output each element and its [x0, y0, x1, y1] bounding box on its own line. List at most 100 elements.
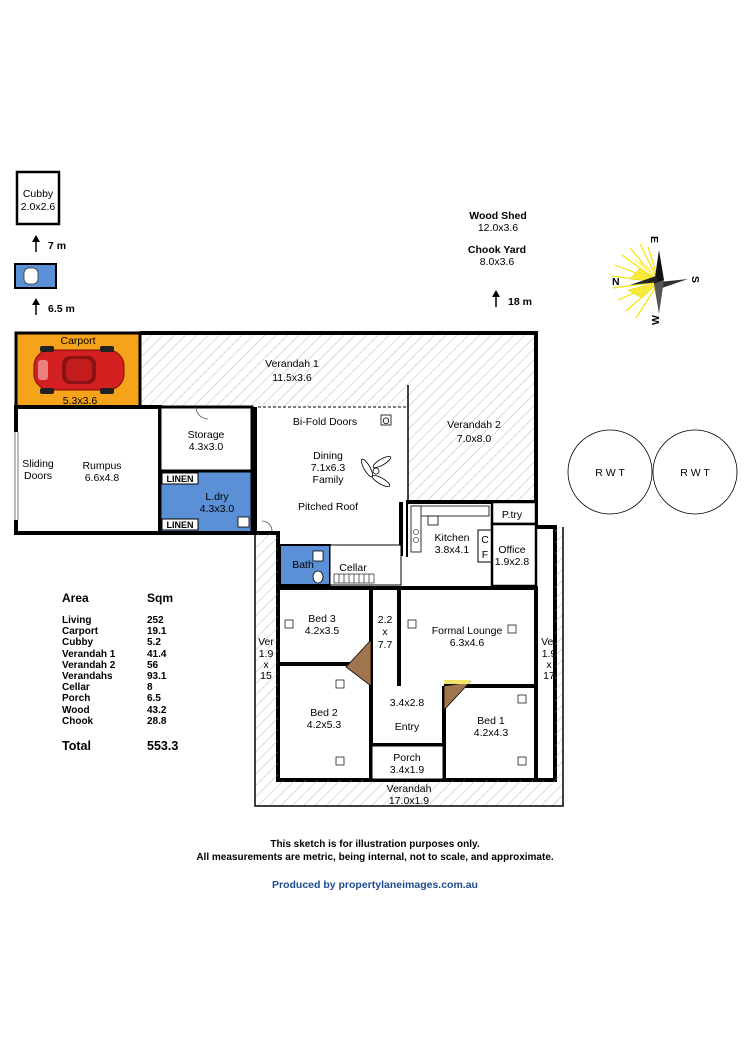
sliding-doors-line1: Sliding [22, 458, 54, 470]
verandah1-size: 11.5x3.6 [272, 372, 312, 384]
laundry-name: L.dry [205, 491, 229, 503]
dining-size: 7.1x6.3 [311, 462, 346, 474]
carport-name: Carport [60, 335, 95, 347]
porch-name: Porch [393, 752, 421, 764]
chook-yard-name: Chook Yard [468, 244, 526, 256]
ver-right-4: 17 [543, 670, 555, 682]
disclaimer-line-1: This sketch is for illustration purposes… [270, 839, 480, 850]
entry-name: Entry [395, 721, 420, 733]
pantry: P.try [490, 500, 538, 526]
arrow-up-icon [32, 298, 40, 305]
outbuilding-labels: Wood Shed 12.0x3.6 Chook Yard 8.0x3.6 [468, 210, 527, 268]
compass-icon: N E S W [611, 236, 701, 325]
rainwater-tanks: R W T R W T [567, 429, 738, 515]
sink-icon [237, 516, 250, 528]
hall: 2.2 x 7.7 [345, 614, 393, 687]
verandah2-name: Verandah 2 [447, 419, 501, 431]
compass-n: N [612, 276, 620, 288]
area-row-sqm: 5.2 [147, 637, 161, 649]
verandah-front-name: Verandah [387, 783, 432, 795]
bath: Bath [279, 544, 331, 586]
hall-l3: 7.7 [378, 639, 393, 651]
compass-e: E [648, 236, 660, 243]
rumpus: Sliding Doors Rumpus 6.6x4.8 [13, 405, 162, 535]
entry-size: 3.4x2.8 [390, 697, 425, 709]
storage-size: 4.3x3.0 [189, 441, 224, 453]
toilet-icon [23, 267, 39, 285]
area-header-area: Area [62, 591, 89, 605]
rumpus-size: 6.6x4.8 [85, 472, 120, 484]
ver-right-2: 1.9 [542, 648, 557, 660]
disclaimer-line-2: All measurements are metric, being inter… [196, 852, 554, 863]
area-row-sqm: 41.4 [147, 648, 167, 660]
cf-c: C [481, 534, 489, 546]
area-row-name: Cubby [62, 637, 94, 649]
office: Office 1.9x2.8 [490, 522, 538, 588]
sliding-doors-line2: Doors [24, 470, 52, 482]
area-row-name: Verandah 1 [62, 648, 116, 660]
area-total-label: Total [62, 739, 91, 754]
table-row: Carport 19.1 [62, 626, 212, 637]
table-row: Verandah 1 41.4 [62, 649, 212, 660]
bed-3: Bed 3 4.2x3.5 [284, 613, 340, 637]
distance-18m: 18 m [508, 296, 532, 308]
dining-family: O Bi-Fold Doors Dining 7.1x6.3 Family Pi… [253, 406, 408, 533]
bath-label: Bath [292, 559, 314, 571]
credit-link[interactable]: Produced by propertylaneimages.com.au [272, 879, 478, 891]
pantry-label: P.try [502, 509, 523, 521]
laundry: LINEN LINEN L.dry 4.3x3.0 [158, 469, 254, 535]
area-row-name: Verandahs [62, 671, 113, 683]
porch-size: 3.4x1.9 [390, 764, 425, 776]
area-total-value: 553.3 [147, 739, 179, 754]
cf-f: F [482, 549, 488, 561]
area-row-sqm: 19.1 [147, 626, 167, 638]
area-header-sqm: Sqm [147, 591, 174, 605]
outer-verandah: Ver 1.9 x 15 Ver 1.9 x 17 Verandah 17.0x… [254, 527, 564, 807]
bed3-size: 4.2x3.5 [305, 625, 340, 637]
bed3-name: Bed 3 [308, 613, 336, 625]
hall-l1: 2.2 [378, 614, 393, 626]
fireplace-icon [443, 681, 472, 712]
chook-yard-size: 8.0x3.6 [480, 256, 515, 268]
bifold-doors: Bi-Fold Doors [293, 416, 357, 428]
area-row-sqm: 8 [147, 682, 153, 694]
distance-markers: 7 m 6.5 m 18 m [32, 235, 532, 315]
bed-1: Bed 1 4.2x4.3 [474, 694, 527, 766]
area-row-sqm: 252 [147, 615, 164, 626]
linen-label-2: LINEN [167, 520, 194, 530]
wood-shed-size: 12.0x3.6 [478, 222, 518, 234]
office-size: 1.9x2.8 [495, 556, 530, 568]
compass-w: W [650, 315, 662, 325]
cellar-label: Cellar [339, 562, 367, 574]
area-row-name: Wood [62, 704, 90, 716]
distance-6-5m: 6.5 m [48, 303, 75, 315]
ver-right-1: Ver [541, 636, 557, 648]
bed1-size: 4.2x4.3 [474, 727, 509, 739]
formal-lounge-size: 6.3x4.6 [450, 637, 485, 649]
compass-s: S [689, 276, 701, 283]
ver-left-4: 15 [260, 670, 272, 682]
porch: Porch 3.4x1.9 [369, 743, 446, 782]
pitched-roof: Pitched Roof [298, 501, 358, 513]
area-row-name: Carport [62, 626, 99, 638]
ver-left-2: 1.9 [259, 648, 274, 660]
cellar: Cellar [329, 544, 402, 586]
area-row-name: Verandah 2 [62, 659, 116, 671]
bed1-name: Bed 1 [477, 715, 505, 727]
disclaimer: This sketch is for illustration purposes… [0, 838, 750, 864]
outdoor-toilet [14, 263, 57, 289]
distance-7m: 7 m [48, 240, 66, 252]
ceiling-fan-icon [360, 455, 392, 488]
hall-l2: x [382, 626, 388, 638]
ver-left-3: x [263, 659, 269, 671]
area-row-name: Chook [62, 715, 94, 727]
ver-right-3: x [546, 659, 552, 671]
area-row-name: Porch [62, 693, 91, 705]
